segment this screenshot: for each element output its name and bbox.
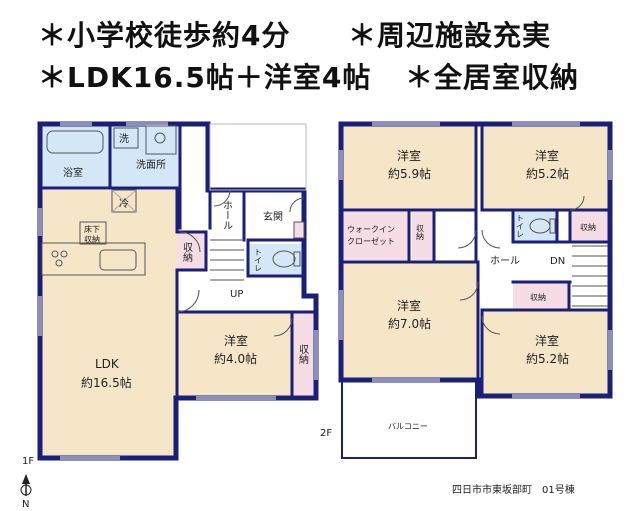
headline-1-left: ＊小学校徒歩約4分 [38,19,291,52]
wic-label-2: クローゼット [347,236,395,246]
ldk-size: 約16.5帖 [81,375,132,390]
r3-name: 洋室 [397,298,421,313]
f2-toilet-label: トイレ [516,214,525,238]
washroom-fill [110,124,180,188]
f2-storage-a-fill [412,212,434,260]
laundry-label: 洗 [119,133,129,145]
balcony-label: バルコニー [388,422,428,431]
f1-storage-a-fill [177,232,206,270]
floor2-fills [341,124,609,395]
headline-2-right: ＊全居室収納 [405,61,580,94]
wic-fill [341,212,409,260]
ldk-fill [40,190,177,457]
compass-label: N [22,499,29,510]
dn-label: DN [550,256,565,267]
r4-fill [482,310,609,395]
room4-fill [177,312,292,397]
washroom-label: 洗面所 [136,159,166,171]
f1-toilet-label: トイレ [254,248,263,272]
headline-1-right: ＊周辺施設充実 [348,19,552,52]
entrance-label: 玄関 [263,210,283,223]
f2-storage-a-label: 収納 [416,223,425,241]
f2-hall-label: ホール [490,255,520,267]
headline-2-left: ＊LDK16.5帖＋洋室4帖 [38,61,372,94]
r4-size: 約5.2帖 [526,351,569,366]
r4-name: 洋室 [535,333,559,348]
floor2-window-lines [340,123,611,397]
floor1-details [41,123,307,337]
floor2-label: 2F [320,428,332,439]
fridge-label: 冷 [119,197,129,210]
f2-storage-b-fill [570,210,609,242]
r3-fill [341,262,478,380]
footer-address: 四日市市東坂部町 01号棟 [452,483,575,496]
f2-storage-b-label: 収納 [580,222,596,232]
r2-fill [482,124,609,210]
underfloor-label-2: 収納 [84,234,100,244]
compass-icon: N [20,474,32,510]
r2-size: 約5.2帖 [526,166,569,181]
r1-size: 約5.9帖 [388,166,431,181]
up-label: UP [230,289,243,300]
floor1-window-lines [39,123,317,459]
f1-storage-b-fill [292,312,316,397]
hall-label: ホール [221,200,233,230]
room4-name: 洋室 [224,333,248,348]
f2-storage-c-label: 収納 [530,292,546,302]
f2-storage-c-fill [513,282,569,310]
bath-fill [40,124,110,188]
room4-size: 約4.0帖 [214,351,257,366]
floor2-details [341,195,608,459]
wic-label-1: ウォークイン [347,225,395,234]
f1-storage-b-label: 収納 [297,344,309,365]
ldk-name: LDK [95,357,120,371]
r1-fill [341,124,476,210]
r2-name: 洋室 [535,148,559,163]
r3-size: 約7.0帖 [388,316,431,331]
underfloor-label-1: 床下 [84,224,100,234]
f1-storage-a-label: 収納 [181,242,193,263]
r1-name: 洋室 [397,148,421,163]
floor1-label: 1F [22,456,34,467]
bath-label: 浴室 [63,166,83,179]
